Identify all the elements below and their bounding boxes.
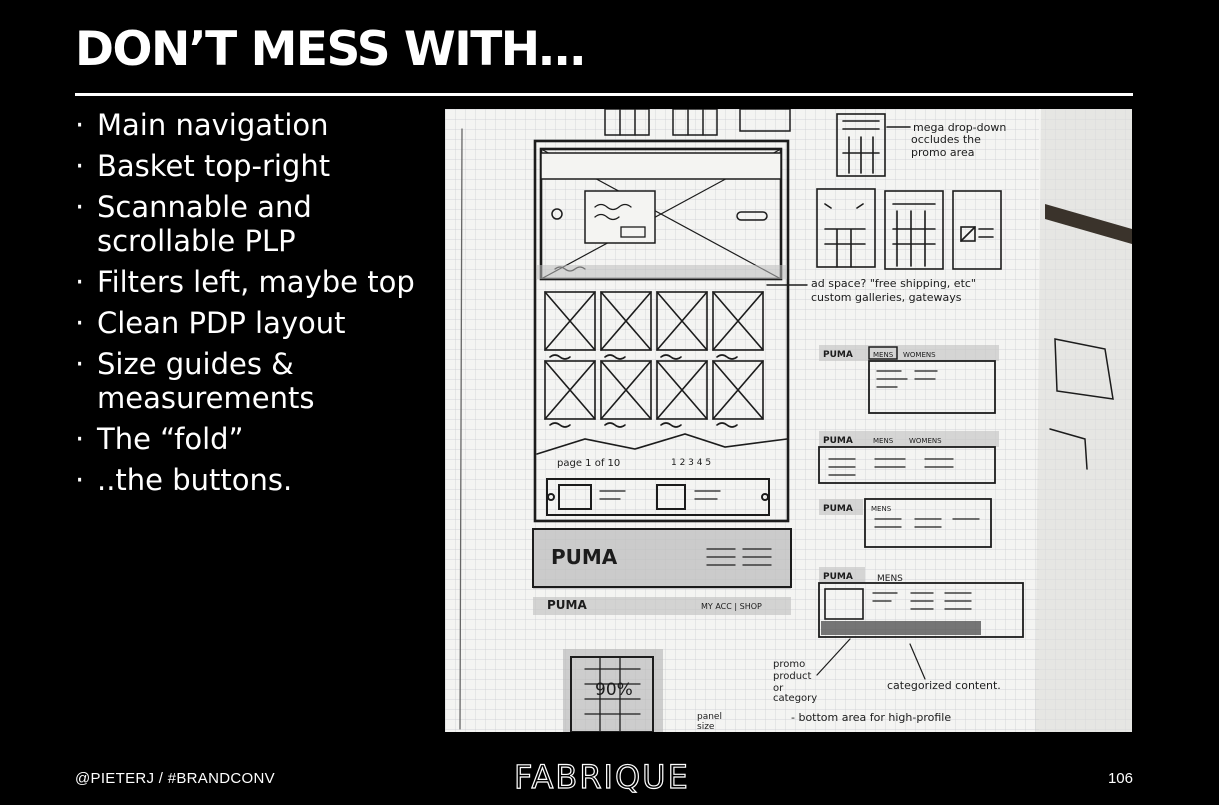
sketch-womens-tab-2: WOMENS [909,437,942,445]
bullet-dot: · [75,306,85,340]
bullet-text: Size guides & measurements [97,347,315,415]
fabrique-logo: FABRIQUE [513,757,690,796]
sketch-percent: 90% [595,680,633,700]
sketch-puma-tab-2: PUMA [823,436,853,446]
sketch-mens-tab-4: MENS [877,574,903,584]
sketch-pager: 1 2 3 4 5 [671,458,711,468]
bullet-text: ..the buttons. [97,463,293,497]
bullet-dot: · [75,108,85,142]
bullet-text: Clean PDP layout [97,306,346,340]
sketch-ad-note-2: custom galleries, gateways [811,291,962,304]
sketch-ad-note-1: ad space? "free shipping, etc" [811,277,976,290]
bullet-dot: · [75,463,85,497]
sketch-category-note: categorized content. [887,679,1001,692]
sketch-bottom-note: - bottom area for high-profile [791,711,951,724]
sketch-promo-note-2: product [773,671,812,682]
bullet-list: · Main navigation · Basket top-right · Scan… [75,108,435,504]
sketch-mega-note-3: promo area [911,146,974,159]
bullet-dot: · [75,265,85,299]
bullet-dot: · [75,422,85,456]
footer-handle: @PIETERJ / #BRANDCONV [75,770,275,787]
bullet-item: · Clean PDP layout [75,306,435,340]
sketch-puma-tab-4: PUMA [823,572,853,582]
bullet-text: Main navigation [97,108,329,142]
sketch-mens-tab-1: MENS [873,351,894,359]
sketch-mega-note-1: mega drop-down [913,121,1006,134]
sketch-promo-note-4: category [773,693,817,704]
sketch-puma-tab-1: PUMA [823,350,853,360]
page-number: 106 [1107,770,1133,787]
wireframe-sketch-photo: page 1 of 10 1 2 3 4 5 PUMA PUMA MY ACC … [445,109,1132,732]
sketch-mens-tab-2: MENS [873,437,894,445]
bullet-text: Basket top-right [97,149,331,183]
bullet-text: Scannable and scrollable PLP [97,190,312,258]
title-divider [75,93,1133,96]
sketch-page-label: page 1 of 10 [557,458,620,469]
sketch-puma-bar: PUMA [547,598,587,612]
sketch-myacc: MY ACC | SHOP [701,602,762,611]
bullet-text: Filters left, maybe top [97,265,415,299]
sketch-promo-note-1: promo [773,659,805,670]
bullet-dot: · [75,190,85,224]
bullet-text: The “fold” [97,422,244,456]
sketch-puma-footer: PUMA [551,545,618,569]
bullet-item: · Basket top-right [75,149,435,183]
sketch-promo-note-3: or [773,683,784,694]
bullet-item: · Scannable and scrollable PLP [75,190,435,258]
bullet-item: · The “fold” [75,422,435,456]
bullet-item: · Size guides & measurements [75,347,435,415]
bullet-item: · ..the buttons. [75,463,435,497]
sketch-mega-note-2: occludes the [911,133,981,146]
sketch-puma-tab-3: PUMA [823,504,853,514]
sketch-mens-tab-3: MENS [871,505,892,513]
sketch-womens-tab-1: WOMENS [903,351,936,359]
bullet-dot: · [75,347,85,381]
slide-title: DON’T MESS WITH… [75,22,586,77]
bullet-dot: · [75,149,85,183]
sketch-panel-note-1: panel [697,712,722,722]
bullet-item: · Main navigation [75,108,435,142]
sketch-panel-note-2: size [697,722,715,732]
bullet-item: · Filters left, maybe top [75,265,435,299]
